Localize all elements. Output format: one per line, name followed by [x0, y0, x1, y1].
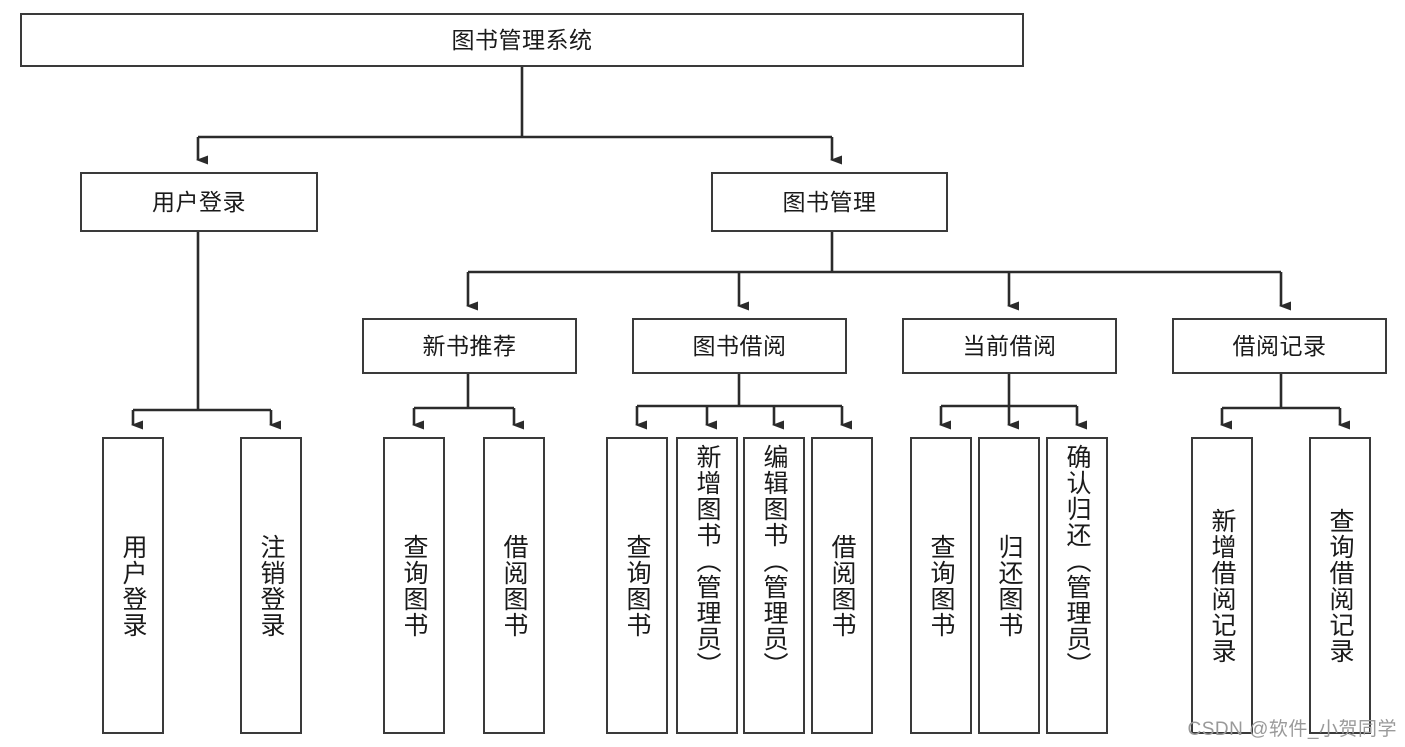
- leaf-cb-return-book[interactable]: 归还图书: [978, 437, 1040, 734]
- node-label: 新增借阅记录: [1208, 507, 1236, 664]
- node-label: 确认归还（管理员）: [1063, 444, 1091, 678]
- leaf-nbr-borrow-book[interactable]: 借阅图书: [483, 437, 545, 734]
- node-user-login[interactable]: 用户登录: [80, 172, 318, 232]
- leaf-bb-edit-book-admin[interactable]: 编辑图书（管理员）: [743, 437, 805, 734]
- node-label: 查询借阅记录: [1326, 507, 1354, 664]
- leaf-br-query-record[interactable]: 查询借阅记录: [1309, 437, 1371, 734]
- node-label: 归还图书: [995, 533, 1023, 638]
- node-root-system[interactable]: 图书管理系统: [20, 13, 1024, 67]
- node-new-book-recommend[interactable]: 新书推荐: [362, 318, 577, 374]
- node-label: 注销登录: [257, 533, 285, 638]
- leaf-logout[interactable]: 注销登录: [240, 437, 302, 734]
- node-label: 编辑图书（管理员）: [760, 444, 788, 678]
- node-label: 借阅图书: [828, 533, 856, 638]
- leaf-bb-query-book[interactable]: 查询图书: [606, 437, 668, 734]
- leaf-bb-add-book-admin[interactable]: 新增图书（管理员）: [676, 437, 738, 734]
- node-label: 图书借阅: [692, 332, 787, 359]
- node-book-borrow[interactable]: 图书借阅: [632, 318, 847, 374]
- node-label: 当前借阅: [962, 332, 1057, 359]
- node-current-borrow[interactable]: 当前借阅: [902, 318, 1117, 374]
- leaf-nbr-query-book[interactable]: 查询图书: [383, 437, 445, 734]
- leaf-cb-query-book[interactable]: 查询图书: [910, 437, 972, 734]
- node-label: 新增图书（管理员）: [693, 444, 721, 678]
- node-label: 新书推荐: [422, 332, 517, 359]
- node-label: 图书管理系统: [451, 26, 593, 53]
- node-label: 查询图书: [927, 533, 955, 638]
- node-label: 用户登录: [119, 533, 147, 638]
- node-label: 查询图书: [400, 533, 428, 638]
- node-book-management[interactable]: 图书管理: [711, 172, 948, 232]
- node-label: 图书管理: [782, 188, 877, 215]
- node-label: 借阅图书: [500, 533, 528, 638]
- leaf-user-login[interactable]: 用户登录: [102, 437, 164, 734]
- node-label: 用户登录: [152, 188, 246, 215]
- leaf-bb-borrow-book[interactable]: 借阅图书: [811, 437, 873, 734]
- node-label: 查询图书: [623, 533, 651, 638]
- node-borrow-record[interactable]: 借阅记录: [1172, 318, 1387, 374]
- node-label: 借阅记录: [1232, 332, 1327, 359]
- leaf-cb-confirm-return-admin[interactable]: 确认归还（管理员）: [1046, 437, 1108, 734]
- leaf-br-add-record[interactable]: 新增借阅记录: [1191, 437, 1253, 734]
